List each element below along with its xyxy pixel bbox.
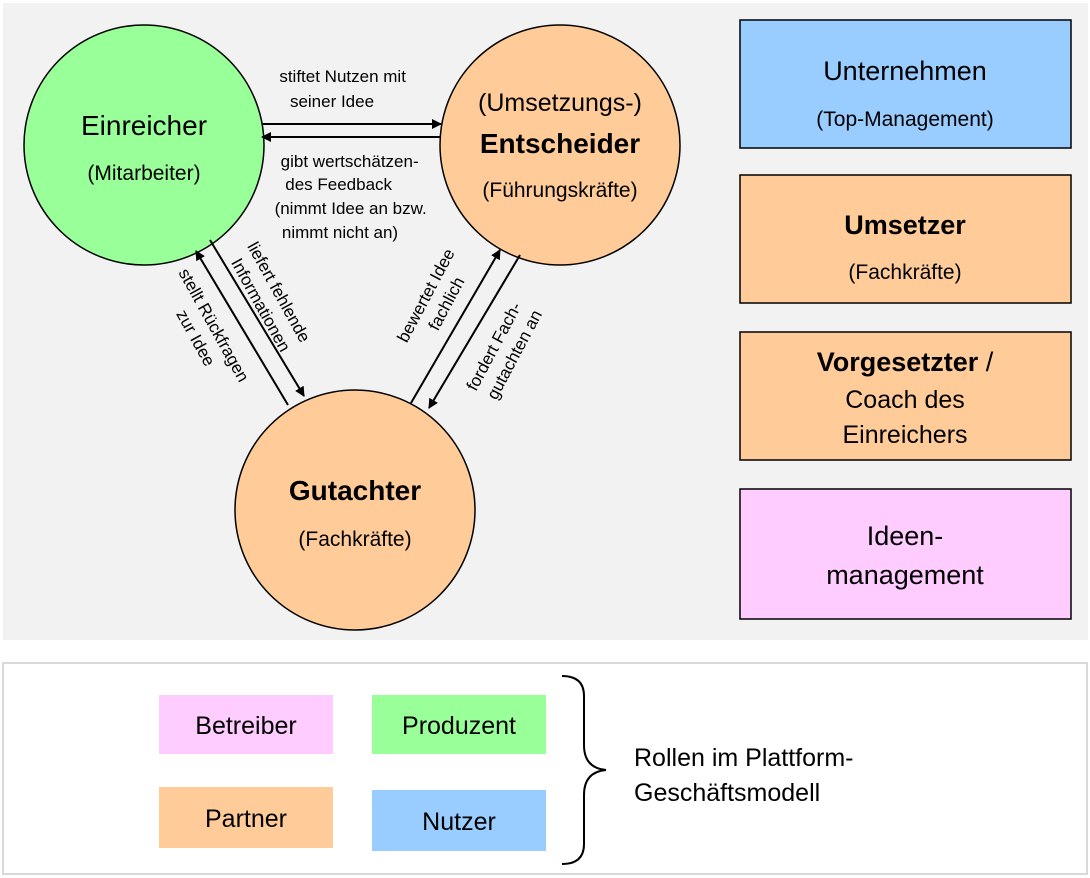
legend-caption: Rollen im Plattform- Geschäftsmodell (634, 744, 860, 807)
arrow-bewertet (410, 249, 501, 404)
legend-betreiber-label: Betreiber (195, 712, 296, 740)
gutachter-sub: (Fachkräfte) (298, 528, 411, 551)
label-stiftet: stiftet Nutzen mit seiner Idee (279, 67, 410, 111)
einreicher-sub: (Mitarbeiter) (87, 162, 200, 185)
legend-partner-box (159, 787, 333, 848)
legend-betreiber-box (159, 695, 333, 754)
role-vorgesetzter-line2: Coach des (845, 386, 965, 414)
role-box-umsetzer (739, 174, 1072, 304)
entscheider-line1: (Umsetzungs-) (478, 89, 642, 117)
role-box-vorgesetzter (739, 331, 1072, 461)
legend-partner-label: Partner (205, 805, 287, 833)
legend-produzent-box (372, 695, 546, 754)
role-unternehmen-title: Unternehmen (823, 56, 987, 86)
role-umsetzer-title: Umsetzer (844, 210, 966, 240)
arrow-liefert (209, 239, 305, 397)
einreicher-title: Einreicher (81, 110, 207, 141)
role-ideen-line2: management (826, 560, 984, 590)
entscheider-sub: (Führungskräfte) (482, 179, 637, 202)
legend-nutzer-box (372, 790, 546, 851)
role-umsetzer-sub: (Fachkräfte) (848, 261, 961, 284)
role-box-ideenmanagement (739, 488, 1072, 620)
entscheider-title: Entscheider (480, 128, 640, 159)
role-vorgesetzter-line3: Einreichers (842, 421, 967, 449)
legend-nutzer-label: Nutzer (422, 808, 496, 836)
role-vorgesetzter-title: Vorgesetzter / (817, 347, 994, 377)
legend-produzent-label: Produzent (402, 712, 516, 740)
role-ideen-line1: Ideen- (867, 521, 944, 551)
role-unternehmen-sub: (Top-Management) (816, 108, 993, 131)
gutachter-title: Gutachter (289, 475, 421, 506)
einreicher-node (23, 24, 265, 266)
arrow-fordert (428, 254, 521, 409)
arrow-rueckfragen (195, 250, 289, 406)
entscheider-node (439, 24, 681, 266)
role-box-unternehmen (739, 19, 1072, 149)
label-feedback: gibt wertschätzen- des Feedback (nimmt I… (275, 152, 432, 242)
legend-brace (561, 675, 607, 865)
gutachter-node (234, 389, 476, 631)
